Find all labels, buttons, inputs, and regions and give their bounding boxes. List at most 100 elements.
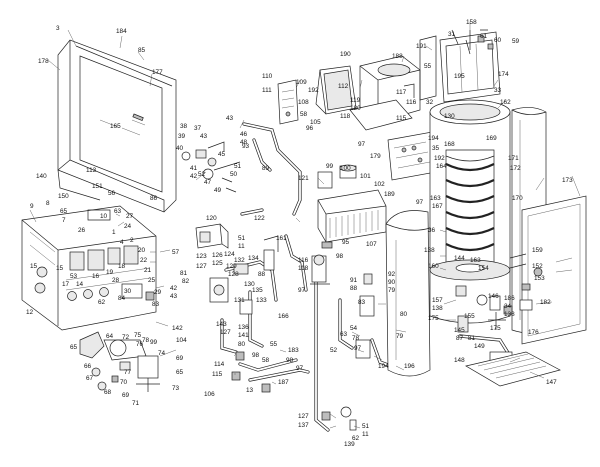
label-34: 34 [504,303,512,310]
label-97-b: 97 [416,199,424,206]
label-17: 17 [62,281,70,288]
label-175-b: 175 [490,325,501,332]
label-43-a: 43 [170,293,178,300]
label-116: 116 [406,99,417,106]
label-125: 125 [212,260,223,267]
gas-valve-group [209,235,375,431]
label-42-b: 42 [190,173,198,180]
heat-exchanger [317,189,387,249]
label-8: 8 [46,200,50,207]
label-43-b: 43 [200,133,208,140]
label-127-b: 127 [220,329,231,336]
label-28: 28 [112,277,120,284]
label-87: 87 [456,335,464,342]
label-160: 160 [428,263,439,270]
label-182: 182 [540,299,551,306]
label-149: 149 [474,343,485,350]
label-180: 180 [350,105,361,112]
label-113: 113 [86,167,97,174]
label-101: 101 [360,173,371,180]
label-155: 155 [464,313,475,320]
label-159: 159 [532,247,543,254]
back-frame [419,29,501,103]
casing-panel [57,39,177,213]
label-176: 176 [528,329,539,336]
label-112: 112 [338,83,349,90]
label-11-b: 11 [362,431,369,438]
label-129: 129 [226,263,237,270]
label-165: 165 [110,123,121,130]
label-82: 82 [182,278,190,285]
label-91: 91 [350,277,358,284]
label-37: 37 [194,125,202,132]
label-31: 31 [448,31,456,38]
label-98-c: 98 [286,357,294,364]
label-81-b: 81 [468,335,476,342]
label-10: 10 [100,213,108,220]
label-130: 130 [244,281,255,288]
label-1: 1 [112,229,116,236]
label-24: 24 [124,223,132,230]
label-138-b: 138 [432,305,443,312]
label-97-e: 97 [296,365,304,372]
label-191: 191 [416,43,427,50]
label-85: 85 [138,47,146,54]
label-25: 25 [148,277,156,284]
label-69: 69 [176,355,184,362]
label-53: 53 [70,273,78,280]
label-114: 114 [214,361,225,368]
label-75: 75 [134,332,142,339]
label-179: 179 [370,153,381,160]
label-121: 121 [298,175,309,182]
label-139: 139 [344,441,355,448]
label-42-a: 42 [170,285,178,292]
combustion-chamber [349,55,421,131]
right-fittings [509,253,543,291]
label-105: 105 [310,119,321,126]
label-52: 52 [198,171,206,178]
label-102: 102 [374,181,385,188]
label-55-b: 55 [424,63,432,70]
label-111: 111 [262,87,272,94]
label-184: 184 [116,28,127,35]
label-92: 92 [388,271,396,278]
label-54: 54 [350,325,358,332]
label-49: 49 [214,187,222,194]
label-81: 81 [180,270,188,277]
label-128: 128 [228,271,239,278]
label-119: 119 [350,97,361,104]
label-21: 21 [144,267,152,274]
label-3: 3 [56,25,60,32]
label-167: 167 [432,203,443,210]
label-140: 140 [36,173,47,180]
label-147: 147 [546,379,557,386]
label-168: 168 [444,141,455,148]
label-100: 100 [340,165,351,172]
label-130-b: 130 [444,113,455,120]
label-26: 26 [78,227,86,234]
label-50: 50 [230,171,238,178]
label-194-b: 194 [378,363,389,370]
label-78-b: 78 [352,335,360,342]
control-panel [21,205,157,331]
label-116-b: 116 [298,257,309,264]
label-63: 63 [114,208,122,215]
label-194-a: 194 [428,135,439,142]
label-190: 190 [340,51,351,58]
label-65-b: 65 [70,344,78,351]
label-72: 72 [122,334,130,341]
flue-parts [317,131,437,189]
label-131: 131 [234,297,245,304]
label-55: 55 [270,341,278,348]
label-45: 45 [218,151,226,158]
label-67: 67 [86,375,94,382]
base-plate [465,351,561,387]
label-98-b: 98 [336,253,344,260]
label-115-b: 115 [396,115,407,122]
label-143: 143 [216,321,227,328]
label-169: 169 [486,135,497,142]
label-93: 93 [242,143,250,150]
label-58-b: 58 [300,111,308,118]
label-195: 195 [454,73,465,80]
